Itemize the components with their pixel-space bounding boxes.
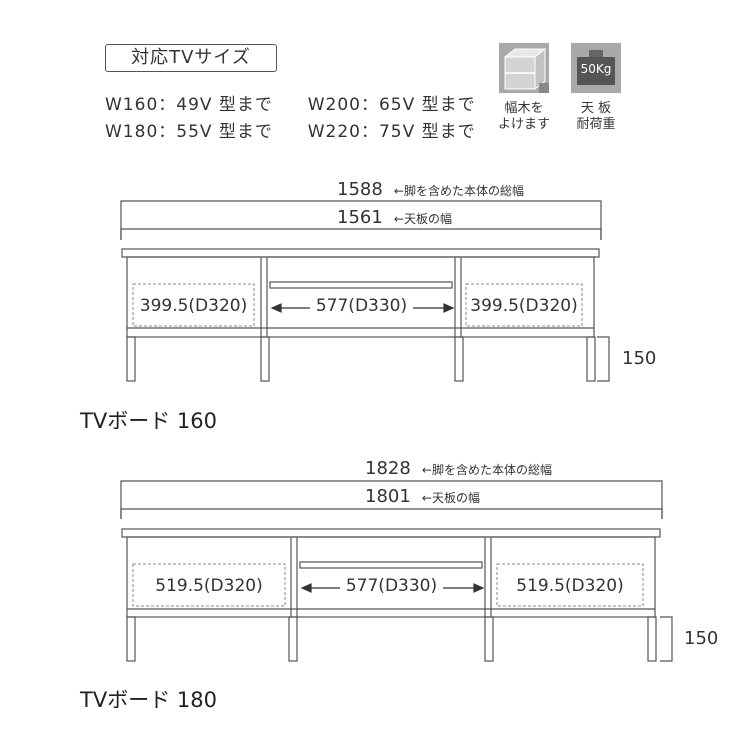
leg-180-1	[126, 616, 136, 662]
leg-180-2	[288, 616, 298, 662]
left-cell-label-180: 519.5(D320)	[155, 576, 263, 596]
leg-160-1	[126, 336, 136, 382]
left-cell-label-160: 399.5(D320)	[139, 296, 248, 316]
leg-160-3	[454, 336, 464, 382]
left-cell-outline-180	[132, 563, 286, 607]
top-width-bracket-180	[120, 508, 663, 519]
weight-label: 50Kg	[580, 62, 612, 76]
top-width-bracket-160	[120, 228, 602, 240]
shelf-160	[269, 281, 453, 289]
total-width-label-160: 1588 ←脚を含めた本体の総幅	[337, 179, 524, 200]
baseboard-icon	[499, 43, 549, 93]
cabinet-body-180	[126, 536, 656, 618]
leg-height-label-180: 150	[684, 628, 719, 649]
total-width-bracket-160	[120, 200, 602, 240]
center-cell-label-180: 577(D330)	[345, 576, 438, 596]
tv-size-w200: W200：65V 型まで	[307, 95, 476, 115]
leg-160-2	[260, 336, 270, 382]
tv-size-w160: W160：49V 型まで	[105, 95, 273, 115]
leg-180-4	[647, 616, 657, 662]
center-cell-label-160: 577(D330)	[315, 296, 408, 316]
total-width-label-180: 1828 ←脚を含めた本体の総幅	[365, 458, 552, 479]
top-width-label-160: 1561 ←天板の幅	[337, 207, 452, 228]
board-title-180: TVボード 180	[80, 688, 217, 712]
weight-icon: 50Kg	[571, 43, 621, 93]
total-width-bracket-180	[120, 480, 663, 519]
leg-180-3	[484, 616, 494, 662]
tv-size-w220: W220：75V 型まで	[307, 122, 476, 142]
tv-size-row-2: W180：55V 型まで W220：75V 型まで	[105, 117, 476, 142]
shelf-180	[299, 561, 483, 569]
cabinet-body-160	[126, 256, 595, 338]
right-cell-label-160: 399.5(D320)	[470, 296, 578, 316]
leg-height-bracket-180	[660, 616, 673, 662]
right-cell-label-180: 519.5(D320)	[516, 576, 624, 596]
right-cell-outline-160	[465, 283, 583, 327]
tabletop-160	[121, 248, 600, 258]
baseboard-caption: 幅木を よけます	[497, 101, 550, 132]
leg-height-bracket-160	[597, 336, 610, 382]
right-cell-outline-180	[496, 563, 644, 607]
board-title-160: TVボード 160	[80, 409, 217, 433]
top-width-label-180: 1801 ←天板の幅	[365, 486, 480, 507]
tv-size-badge: 対応TVサイズ	[105, 44, 277, 72]
weight-caption: 天 板 耐荷重	[576, 101, 616, 132]
tv-size-row-1: W160：49V 型まで W200：65V 型まで	[105, 90, 476, 115]
tv-size-w180: W180：55V 型まで	[105, 122, 273, 142]
tabletop-180	[121, 528, 661, 538]
leg-160-4	[586, 336, 596, 382]
left-cell-outline-160	[132, 283, 255, 327]
leg-height-label-160: 150	[622, 348, 657, 369]
